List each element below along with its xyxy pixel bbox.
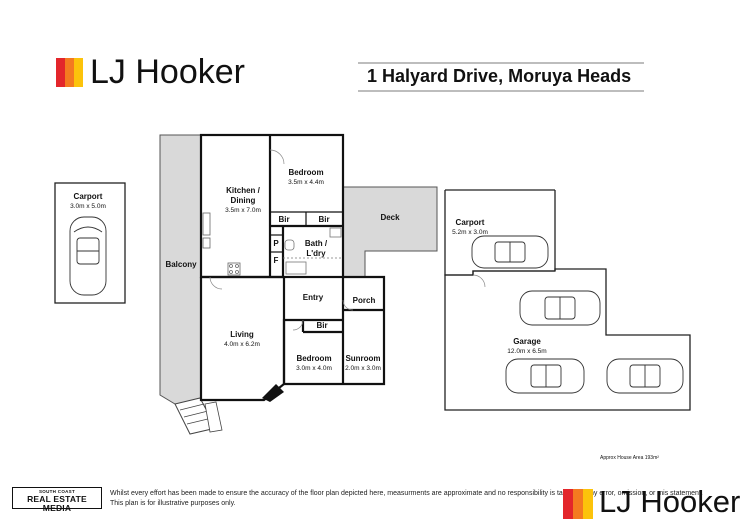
disclaimer-line2: This plan is for illustrative purposes o… [110, 500, 236, 507]
badge-main-text: REAL ESTATE MEDIA [27, 494, 87, 513]
size-carport-right: 5.2m x 3.0m [452, 229, 488, 236]
label-balcony: Balcony [165, 260, 197, 269]
label-deck: Deck [380, 213, 400, 222]
kitchen-fittings [202, 212, 241, 276]
badge-top-text: SOUTH COAST [38, 489, 76, 494]
bath-fittings [283, 227, 343, 275]
lj-hooker-logo-mark [56, 58, 83, 87]
disclaimer: Whilst every effort has been made to ens… [110, 489, 720, 509]
balcony-stairs [174, 397, 223, 435]
label-porch: Porch [353, 296, 376, 305]
footer-logo-wordmark: LJ Hooker [599, 484, 741, 519]
car-garage-bottom-left [505, 358, 585, 394]
car-garage-top [519, 290, 601, 326]
label-entry: Entry [303, 293, 324, 302]
footer-logo-bar-red [563, 489, 573, 519]
size-carport-left: 3.0m x 5.0m [70, 203, 106, 210]
label-p: P [273, 239, 279, 248]
label-bir3: Bir [316, 321, 327, 330]
size-garage: 12.0m x 6.5m [507, 348, 546, 355]
address-top-rule [358, 62, 644, 64]
label-bir1: Bir [278, 215, 289, 224]
footer-logo-mark [563, 489, 593, 519]
logo-bar-red [56, 58, 65, 87]
label-living: Living [230, 330, 254, 339]
car-garage-bottom-right [606, 358, 684, 394]
size-bedroom2: 3.0m x 4.0m [296, 365, 332, 372]
property-address: 1 Halyard Drive, Moruya Heads [367, 66, 632, 86]
balcony-area [159, 134, 202, 405]
footer-logo-bar-yellow [583, 489, 593, 519]
label-carport-left: Carport [74, 192, 103, 201]
logo-bar-orange [65, 58, 74, 87]
label-garage: Garage [513, 337, 541, 346]
car-carport-right [471, 235, 549, 269]
fireplace [262, 384, 284, 402]
disclaimer-line1: Whilst every effort has been made to ens… [110, 490, 703, 497]
label-kitchen: Kitchen / [226, 186, 261, 195]
label-kitchen-line2: Dining [231, 196, 256, 205]
size-bedroom1: 3.5m x 4.4m [288, 179, 324, 186]
deck-area [342, 186, 438, 278]
label-bedroom1: Bedroom [288, 168, 323, 177]
real-estate-media-badge: SOUTH COAST REAL ESTATE MEDIA [12, 487, 102, 513]
size-kitchen: 3.5m x 7.0m [225, 207, 261, 214]
area-note: Approx House Area 193m² [600, 455, 659, 461]
size-living: 4.0m x 6.2m [224, 341, 260, 348]
label-bath: Bath / [305, 239, 328, 248]
carport-left-outline [54, 182, 126, 304]
logo-bar-yellow [74, 58, 83, 87]
size-sunroom: 2.0m x 3.0m [345, 365, 381, 372]
label-f: F [274, 256, 279, 265]
label-carport-right: Carport [456, 218, 485, 227]
logo-wordmark: LJ Hooker [90, 53, 245, 91]
car-carport-left [69, 216, 107, 296]
label-sunroom: Sunroom [345, 354, 380, 363]
label-bedroom2: Bedroom [296, 354, 331, 363]
footer-logo-bar-orange [573, 489, 583, 519]
address-bottom-rule [358, 90, 644, 92]
label-bir2: Bir [318, 215, 329, 224]
label-bath-line2: L'dry [306, 249, 326, 258]
